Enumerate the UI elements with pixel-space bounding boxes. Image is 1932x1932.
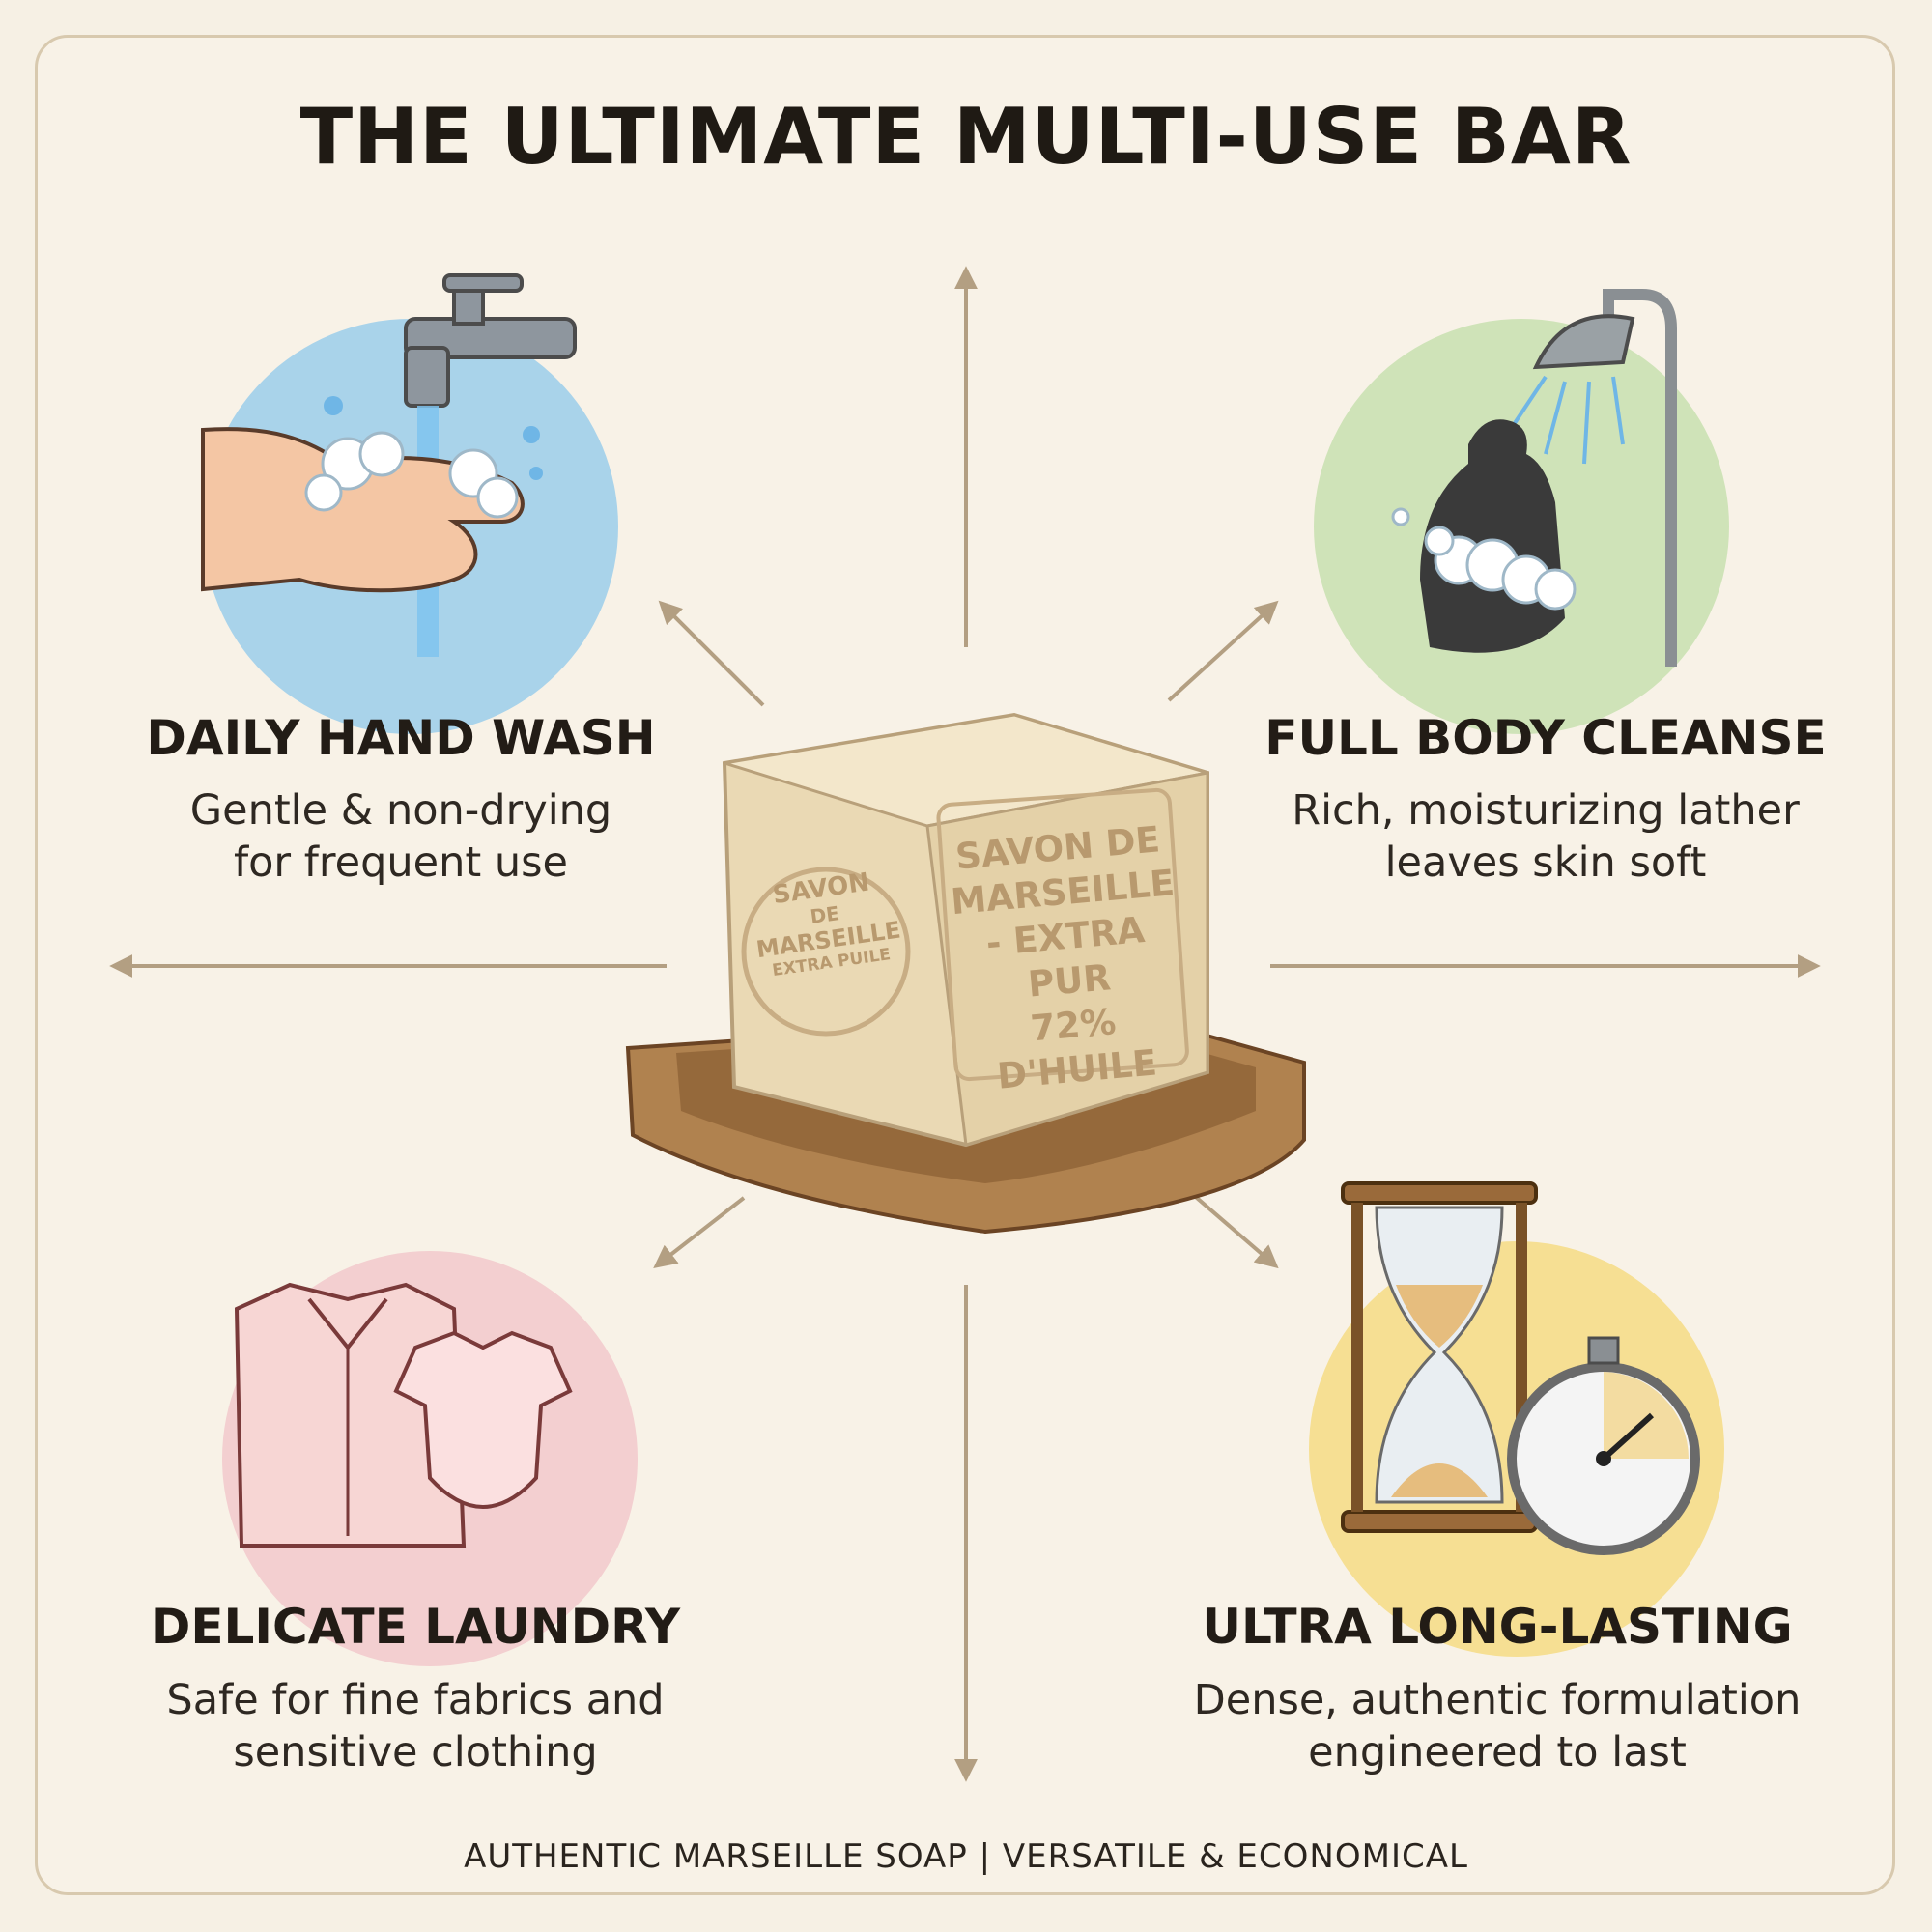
page-title: THE ULTIMATE MULTI-USE BAR: [299, 92, 1633, 182]
shirt-onesie-icon: [222, 1251, 638, 1666]
arrow-upleft-icon: [658, 600, 765, 707]
feature-desc-long-lasting-line1: Dense, authentic formulation: [1193, 1676, 1802, 1724]
feature-desc-hand-wash: Gentle & non-drying for frequent use: [111, 784, 691, 889]
feature-desc-laundry-line1: Safe for fine fabrics and: [166, 1676, 665, 1724]
feature-desc-body-cleanse-line2: leaves skin soft: [1384, 838, 1707, 887]
feature-title-hand-wash: DAILY HAND WASH: [146, 710, 656, 766]
side-stamp: SAVON DE MARSEILLE EXTRA PUILE: [748, 865, 905, 982]
hourglass-stopwatch-icon: [1309, 1181, 1724, 1657]
feature-title-body-cleanse: FULL BODY CLEANSE: [1264, 710, 1827, 766]
front-stamp: SAVON DE MARSEILLE - EXTRA PUR 72% D'HUI…: [945, 817, 1189, 1102]
feature-title-laundry: DELICATE LAUNDRY: [150, 1599, 681, 1655]
footer-tagline: AUTHENTIC MARSEILLE SOAP | VERSATILE & E…: [464, 1837, 1468, 1876]
feature-desc-hand-wash-line2: for frequent use: [233, 838, 568, 887]
hands-under-faucet-icon: [201, 273, 618, 734]
arrow-upright-icon: [1167, 600, 1279, 702]
feature-desc-laundry: Safe for fine fabrics and sensitive clot…: [126, 1674, 705, 1778]
shower-person-icon: [1314, 289, 1729, 734]
soap-bar: [722, 712, 1209, 1148]
feature-desc-hand-wash-line1: Gentle & non-drying: [189, 786, 612, 835]
arrow-downleft-icon: [653, 1196, 746, 1268]
feature-title-long-lasting: ULTRA LONG-LASTING: [1202, 1599, 1793, 1655]
feature-desc-laundry-line2: sensitive clothing: [233, 1728, 598, 1776]
feature-desc-long-lasting: Dense, authentic formulation engineered …: [1159, 1674, 1835, 1778]
feature-desc-body-cleanse: Rich, moisturizing lather leaves skin so…: [1236, 784, 1855, 889]
feature-desc-body-cleanse-line1: Rich, moisturizing lather: [1292, 786, 1800, 835]
feature-desc-long-lasting-line2: engineered to last: [1308, 1728, 1687, 1776]
direction-arrows: [109, 266, 1821, 1782]
